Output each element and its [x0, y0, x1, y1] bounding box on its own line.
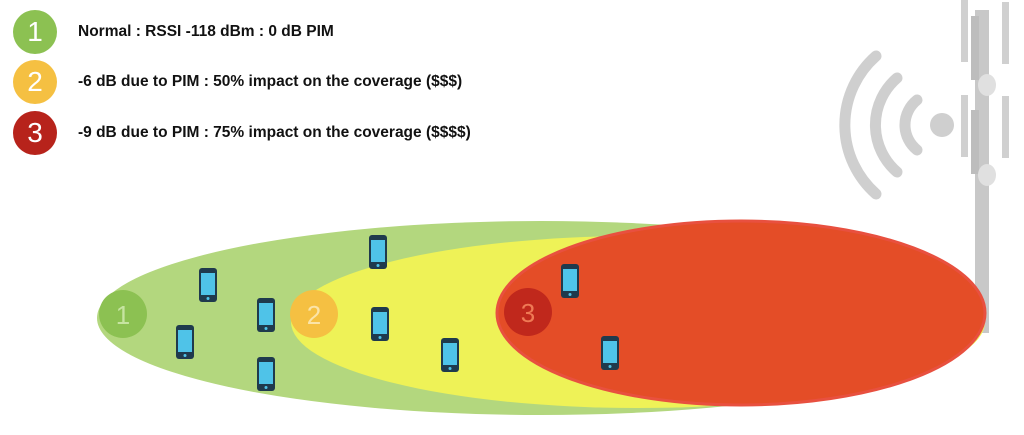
phone-icon — [561, 264, 579, 298]
zone-marker-1-label: 1 — [116, 300, 130, 330]
phone-icon — [441, 338, 459, 372]
phone-icon — [199, 268, 217, 302]
signal-waves-icon — [839, 50, 954, 200]
phone-icon — [257, 298, 275, 332]
zone-marker-3 — [504, 288, 552, 336]
phone-icon — [176, 325, 194, 359]
zone-marker-2 — [290, 290, 338, 338]
legend-item-2: 2 -6 dB due to PIM : 50% impact on the c… — [13, 60, 462, 104]
coverage-zone-3 — [495, 219, 987, 407]
legend-text-2: -6 dB due to PIM : 50% impact on the cov… — [78, 73, 463, 90]
legend-text-1: Normal : RSSI -118 dBm : 0 dB PIM — [78, 23, 334, 40]
cell-tower-icon — [961, 0, 1009, 333]
legend-item-1: 1 Normal : RSSI -118 dBm : 0 dB PIM — [13, 10, 334, 54]
legend-text-3: -9 dB due to PIM : 75% impact on the cov… — [78, 124, 471, 141]
legend-badge-3: 3 — [13, 111, 57, 155]
phone-icon — [369, 235, 387, 269]
legend-badge-2: 2 — [13, 60, 57, 104]
phone-icon — [601, 336, 619, 370]
legend-badge-1: 1 — [13, 10, 57, 54]
zone-marker-3-label: 3 — [521, 298, 535, 328]
zone-marker-2-label: 2 — [307, 300, 321, 330]
phone-icon — [371, 307, 389, 341]
legend-item-3: 3 -9 dB due to PIM : 75% impact on the c… — [13, 111, 471, 155]
zone-marker-1 — [99, 290, 147, 338]
phone-icon — [257, 357, 275, 391]
